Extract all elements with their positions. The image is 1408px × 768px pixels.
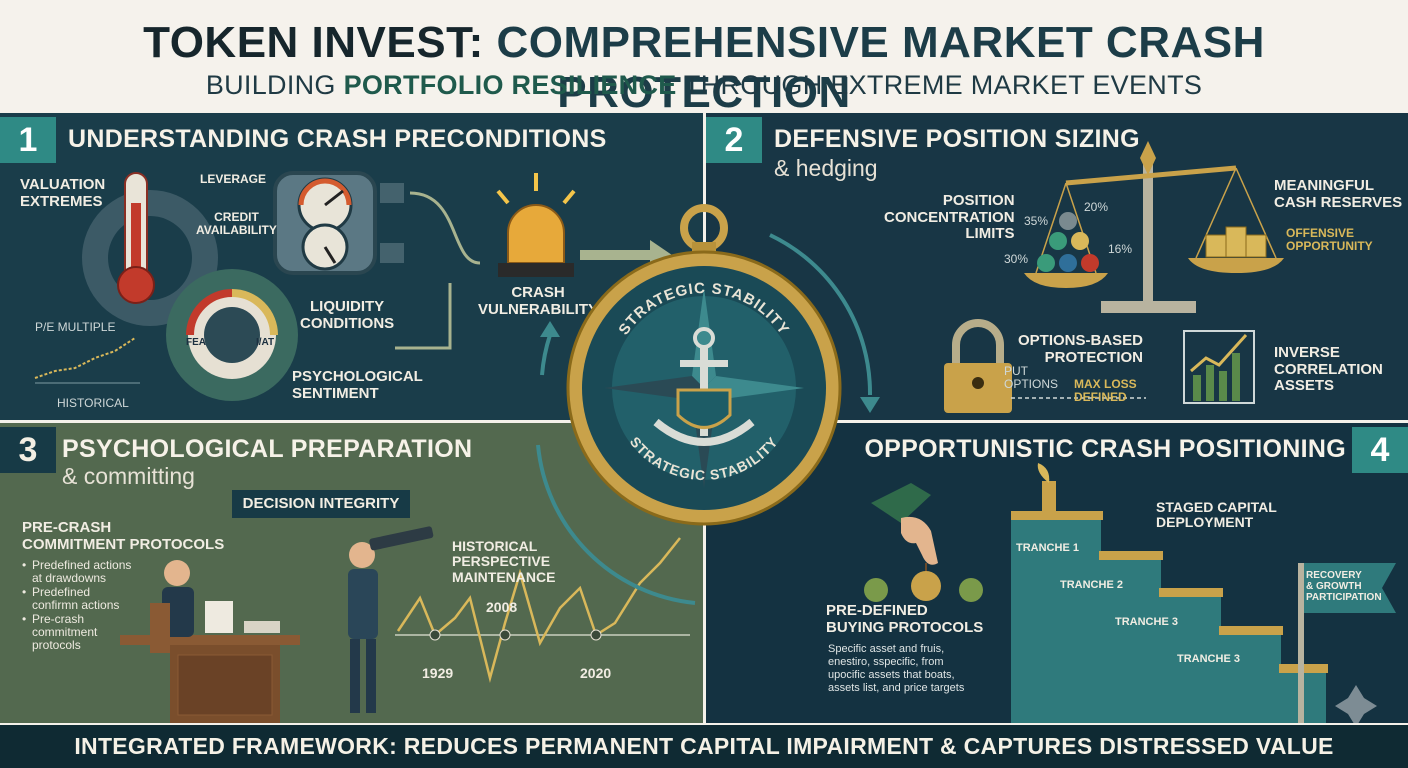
pe-multiple-label: P/E MULTIPLE	[35, 320, 116, 334]
sparkle-icon	[1335, 685, 1377, 723]
position-circles-icon	[1037, 212, 1099, 272]
pct-35: 35%	[1024, 214, 1049, 228]
greed-label: I/AT	[256, 337, 275, 348]
panel-psychological-prep: 3 PSYCHOLOGICAL PREPARATION & committing…	[0, 423, 703, 723]
pct-30: 30%	[1004, 252, 1029, 266]
buying-protocols-text: Specific asset and fruis, enestiro, sspe…	[828, 643, 965, 694]
historical-perspective-label: HISTORICAL PERSPECTIVE MAINTENANCE	[452, 538, 556, 585]
position-limits-label: POSITION CONCENTRATION LIMITS	[884, 192, 1015, 242]
inverse-correlation-label: INVERSE CORRELATION ASSETS	[1274, 344, 1383, 394]
panel2-subtitle: & hedging	[774, 155, 878, 181]
crash-vulnerability-label: CRASH VULNERABILITY	[478, 284, 598, 318]
buying-protocols-title: PRE-DEFINED BUYING PROTOCOLS	[826, 602, 984, 636]
panel3-illustration	[120, 526, 690, 723]
offensive-label: OFFENSIVE OPPORTUNITY	[1286, 226, 1373, 254]
padlock-icon	[944, 319, 1012, 413]
fear-label: FEA	[186, 337, 206, 348]
bottom-banner: INTEGRATED FRAMEWORK: REDUCES PERMANENT …	[0, 725, 1408, 768]
options-protection-label: OPTIONS-BASED PROTECTION	[1018, 332, 1144, 366]
year-2008: 2008	[486, 599, 518, 615]
recovery-label: RECOVERY & GROWTH PARTICIPATION	[1306, 570, 1382, 603]
compass-illustration: STRATEGIC STABILITY STRATEGIC STABILITY	[566, 204, 842, 526]
page-subtitle: BUILDING PORTFOLIO RESILIENCE THROUGH EX…	[0, 70, 1408, 101]
panel4-title: OPPORTUNISTIC CRASH POSITIONING	[864, 435, 1346, 463]
rising-chart-icon	[1183, 330, 1255, 404]
header: TOKEN INVEST: COMPREHENSIVE MARKET CRASH…	[0, 0, 1408, 117]
tranche-3-label: TRANCHE 3	[1115, 616, 1178, 628]
subtitle-post: THROUGH EXTREME MARKET EVENTS	[683, 70, 1203, 100]
cash-coins-icon	[1205, 226, 1267, 258]
put-options-label: PUT OPTIONS	[1004, 364, 1059, 392]
shield-icon	[676, 388, 732, 429]
panel2-number: 2	[706, 117, 762, 163]
businessman-telescope-icon	[348, 526, 434, 713]
valuation-label: VALUATION EXTREMES	[20, 176, 106, 210]
siren-icon	[496, 173, 576, 277]
title-main: COMPREHENSIVE MARKET CRASH PROTECTION	[496, 18, 1265, 117]
panel4-illustration	[864, 463, 1396, 723]
title-prefix: TOKEN INVEST:	[143, 18, 484, 67]
panel3-number: 3	[0, 427, 56, 473]
subtitle-pre: BUILDING	[205, 70, 336, 100]
pct-16: 16%	[1108, 242, 1133, 256]
panel2-illustration	[944, 141, 1284, 413]
commitment-bullets: Predefined actions at drawdowns Predefin…	[22, 559, 162, 653]
pct-20: 20%	[1084, 200, 1109, 214]
cycle-arrows	[536, 233, 880, 605]
liquidity-label: LIQUIDITY CONDITIONS	[300, 298, 395, 332]
credit-label: CREDIT AVAILABILITY	[196, 210, 277, 238]
commitment-bullet-3: Pre-crash commitment protocols	[22, 613, 162, 652]
panel3-subtitle: & committing	[62, 463, 195, 489]
panel1-number: 1	[0, 117, 56, 163]
tranche-1-label: TRANCHE 1	[1016, 542, 1079, 554]
panel1-illustration	[34, 171, 672, 401]
panel-opportunistic-positioning: OPPORTUNISTIC CRASH POSITIONING 4	[706, 423, 1408, 723]
page-title: TOKEN INVEST: COMPREHENSIVE MARKET CRASH…	[0, 18, 1408, 118]
max-loss-label: MAX LOSS DEFINED	[1074, 377, 1137, 405]
apples-icon	[864, 571, 983, 602]
panel3-title: PSYCHOLOGICAL PREPARATION	[62, 435, 473, 463]
sentiment-gear-icon	[166, 269, 298, 401]
commitment-protocols-title: PRE-CRASH COMMITMENT PROTOCOLS	[22, 519, 225, 553]
cash-reserves-label: MEANINGFUL CASH RESERVES	[1274, 177, 1403, 211]
panel2-title: DEFENSIVE POSITION SIZING	[774, 125, 1140, 153]
historical-crash-chart	[395, 537, 690, 683]
panel-crash-preconditions: 1 UNDERSTANDING CRASH PRECONDITIONS	[0, 113, 703, 420]
year-2020: 2020	[580, 665, 612, 681]
commitment-bullet-2: Predefined confirmn actions	[22, 586, 162, 612]
pe-chart-icon	[34, 337, 140, 384]
decision-integrity-banner: DECISION INTEGRITY	[232, 490, 410, 518]
gauge-icon	[273, 171, 404, 275]
panel1-title: UNDERSTANDING CRASH PRECONDITIONS	[68, 125, 607, 153]
historical-label: HISTORICAL	[57, 396, 129, 410]
sprout-icon	[1037, 463, 1056, 511]
flag-icon	[1298, 563, 1396, 723]
desk-icon	[120, 635, 300, 723]
year-1929: 1929	[422, 665, 454, 681]
leverage-label: LEVERAGE	[200, 172, 267, 186]
staged-capital-label: STAGED CAPITAL DEPLOYMENT	[1156, 499, 1277, 531]
tranche-4-label: TRANCHE 3	[1177, 653, 1240, 665]
thermometer-icon	[117, 172, 155, 304]
commitment-bullet-1: Predefined actions at drawdowns	[22, 559, 162, 585]
panel4-number: 4	[1352, 427, 1408, 473]
balance-scale-icon	[1024, 141, 1284, 313]
subtitle-bold: PORTFOLIO RESILIENCE	[343, 70, 677, 100]
psychological-label: PSYCHOLOGICAL SENTIMENT	[292, 368, 423, 402]
tranche-2-label: TRANCHE 2	[1060, 579, 1123, 591]
